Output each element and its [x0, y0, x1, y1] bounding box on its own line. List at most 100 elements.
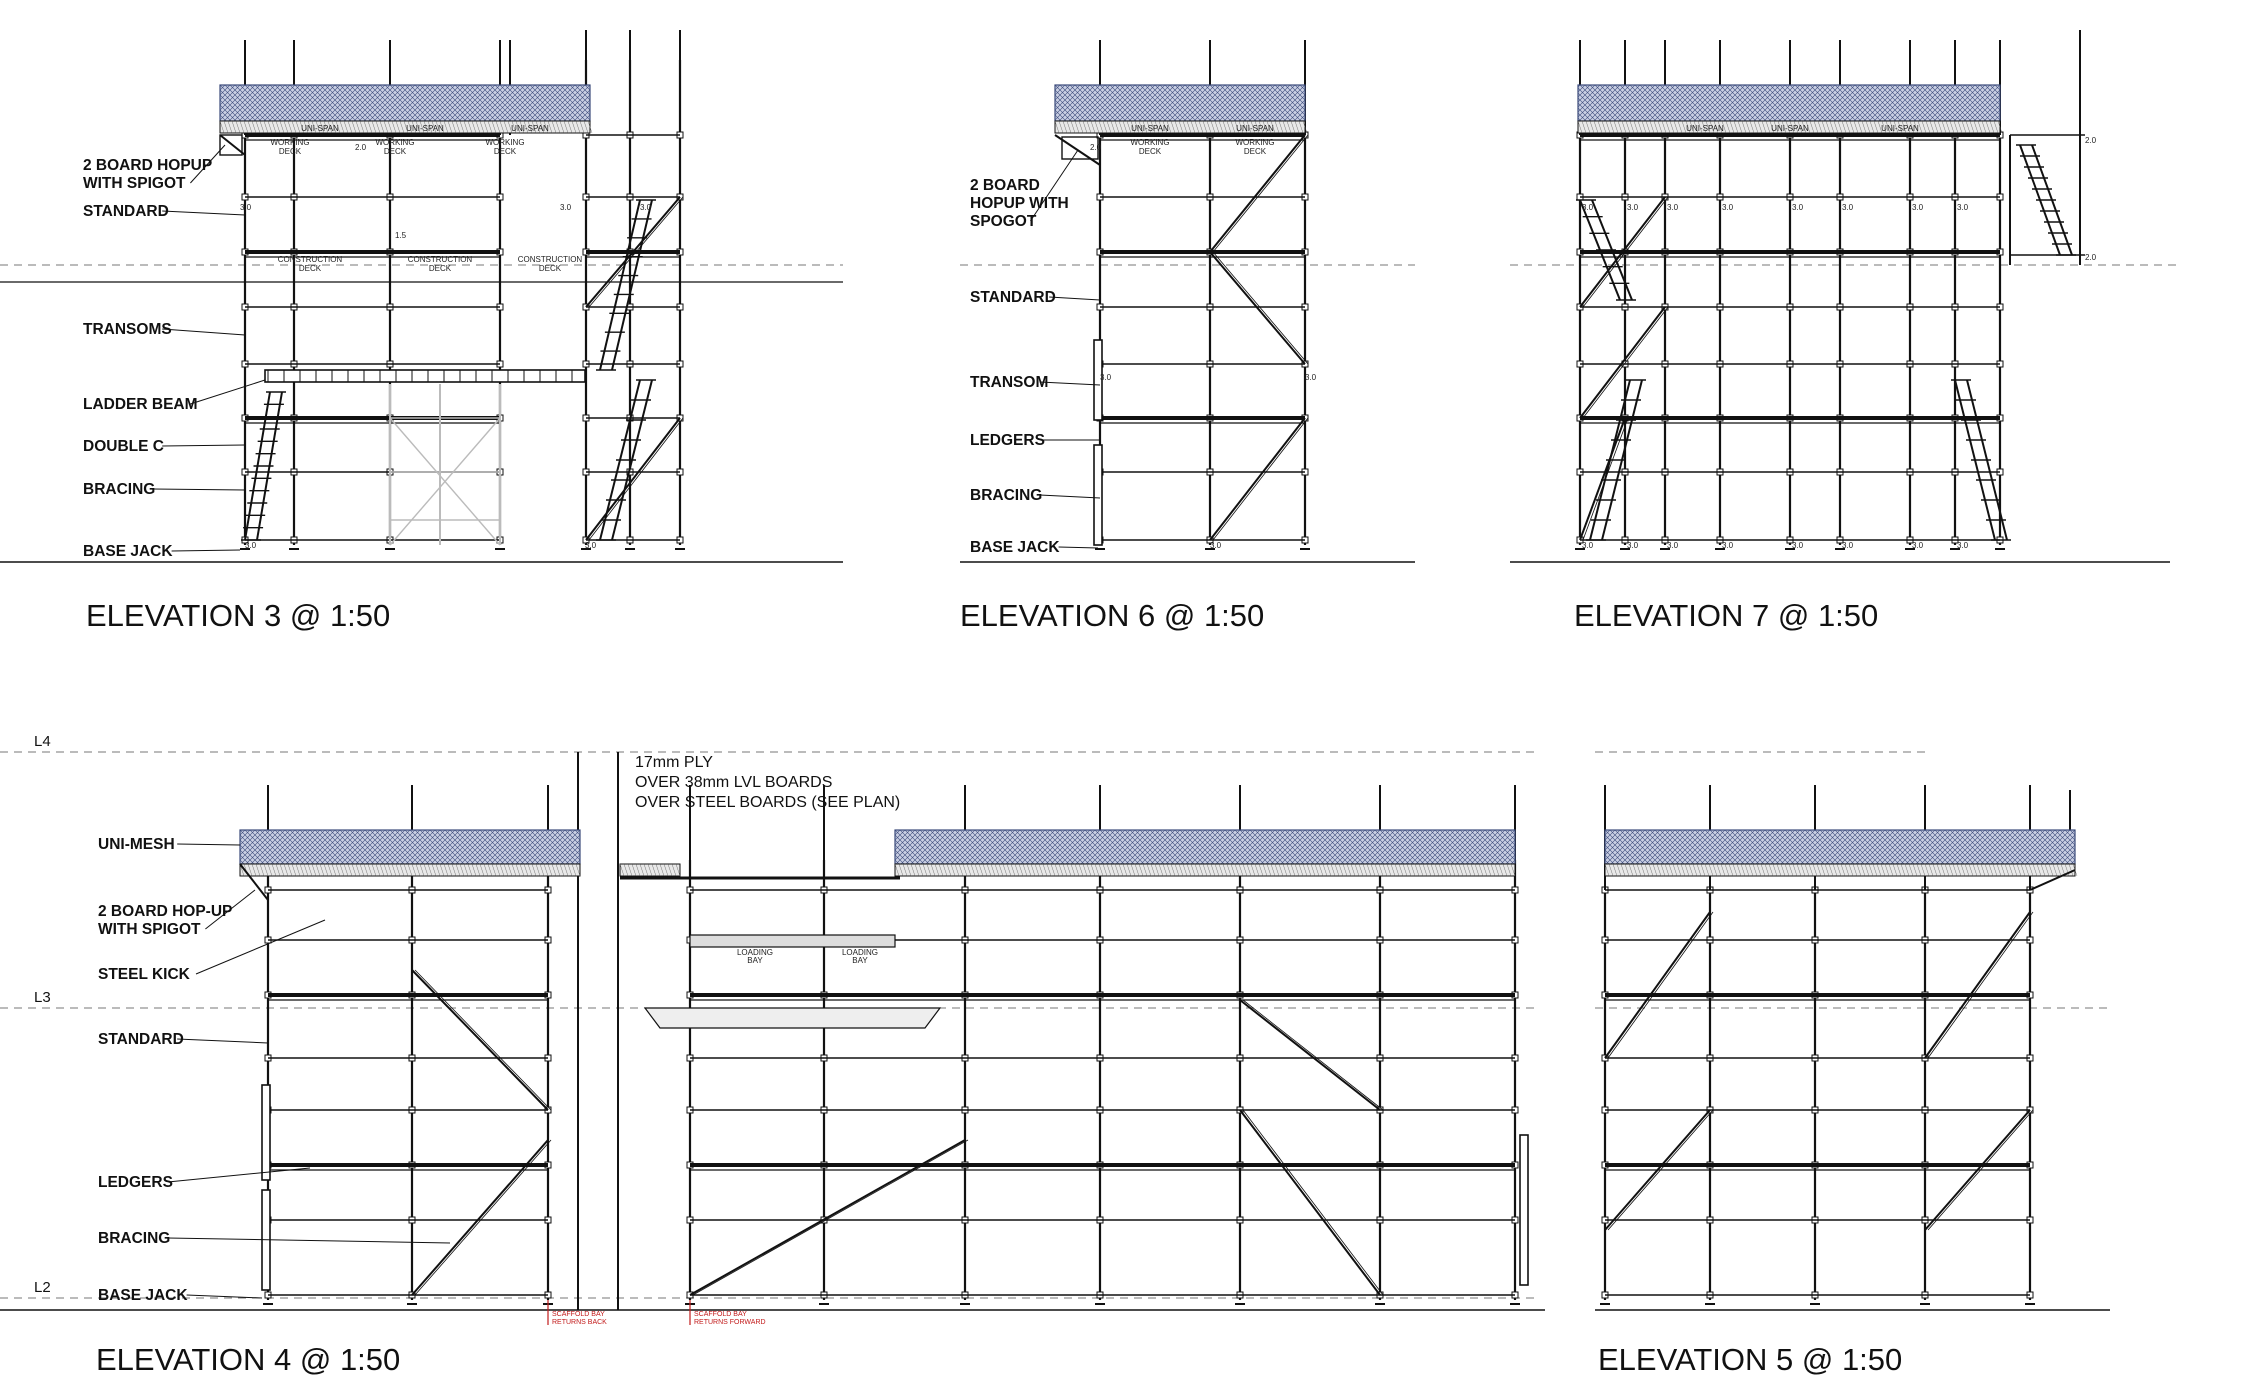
board-hatch [1721, 120, 1727, 134]
board-hatch [1948, 863, 1954, 877]
board-hatch [1905, 120, 1911, 134]
temp-brace [389, 417, 501, 546]
board-hatch [411, 863, 417, 877]
board-hatch [2068, 863, 2074, 877]
callout-ledgers-leader [167, 1167, 311, 1183]
board-hatch [1993, 120, 1999, 134]
board-hatch [407, 120, 413, 134]
board-hatch [1633, 120, 1639, 134]
board-hatch [271, 120, 277, 134]
board-hatch [379, 863, 385, 877]
board-hatch [1896, 863, 1902, 877]
board-hatch [1338, 863, 1344, 877]
board-hatch [459, 120, 465, 134]
dim: 2.0 [2085, 253, 2097, 262]
board-hatch [1294, 120, 1300, 134]
bracing [1927, 911, 2034, 1059]
dim: 3.0 [1792, 203, 1804, 212]
board-hatch [1222, 120, 1228, 134]
board-hatch [291, 120, 297, 134]
board-hatch [1282, 863, 1288, 877]
stair-stringer [611, 199, 653, 371]
board-hatch [1741, 120, 1747, 134]
board-hatch [251, 120, 257, 134]
board-hatch [1912, 863, 1918, 877]
board-hatch [1082, 120, 1088, 134]
board-hatch [1984, 863, 1990, 877]
board-hatch [1022, 863, 1028, 877]
dim: 1.5 [395, 231, 407, 240]
callout-bracing-leader [1039, 494, 1101, 499]
board-hatch [463, 863, 469, 877]
board-hatch [1094, 120, 1100, 134]
double-c [1093, 339, 1103, 421]
board-hatch [439, 863, 445, 877]
board-hatch [315, 863, 321, 877]
board-hatch [307, 863, 313, 877]
board-hatch [2028, 863, 2034, 877]
ply-note-2: OVER 38mm LVL BOARDS [635, 774, 832, 791]
board-hatch [1110, 863, 1116, 877]
board-hatch [279, 120, 285, 134]
bracing [1209, 134, 1306, 253]
board-hatch [1869, 120, 1875, 134]
board-hatch [1098, 120, 1104, 134]
board-hatch [1430, 863, 1436, 877]
board-hatch [1422, 863, 1428, 877]
board-hatch [1230, 863, 1236, 877]
board-hatch [1334, 863, 1340, 877]
bracing [1579, 306, 1666, 419]
board-hatch [323, 863, 329, 877]
board-hatch [351, 863, 357, 877]
board-hatch [1593, 120, 1599, 134]
board-hatch [1170, 863, 1176, 877]
board-hatch [407, 863, 413, 877]
bracing [414, 969, 552, 1111]
board-hatch [511, 863, 517, 877]
board-hatch [1657, 120, 1663, 134]
board-hatch [1354, 863, 1360, 877]
callout-transom: TRANSOM [970, 374, 1048, 391]
callout-uni-mesh: UNI-MESH [98, 836, 175, 853]
deck-label: WORKING [1235, 138, 1274, 147]
loading-label: BAY [747, 956, 763, 965]
board-hatch [2012, 863, 2018, 877]
dim: 3.0 [1957, 203, 1969, 212]
board-hatch [1002, 863, 1008, 877]
board-hatch [1781, 120, 1787, 134]
board-hatch [1653, 120, 1659, 134]
board-hatch [1836, 863, 1842, 877]
dim: 2.0 [1090, 143, 1102, 152]
board-hatch [1378, 863, 1384, 877]
board-hatch [1801, 120, 1807, 134]
board-hatch [415, 863, 421, 877]
board-hatch [351, 120, 357, 134]
board-hatch [559, 863, 565, 877]
board-hatch [906, 863, 912, 877]
board-hatch [1704, 863, 1710, 877]
callout-base-jack: BASE JACK [83, 543, 173, 560]
board-hatch [1062, 120, 1068, 134]
bracing [692, 1139, 969, 1296]
board-hatch [1620, 863, 1626, 877]
callout-hopup: 2 BOARD HOP-UP [98, 903, 232, 920]
board-hatch [1018, 863, 1024, 877]
board-hatch [1701, 120, 1707, 134]
board-hatch [355, 120, 361, 134]
bracing [1239, 1109, 1381, 1296]
board-hatch [1194, 120, 1200, 134]
board-hatch [395, 863, 401, 877]
board-hatch [1621, 120, 1627, 134]
board-hatch [1848, 863, 1854, 877]
board-hatch [247, 120, 253, 134]
board-hatch [1178, 120, 1184, 134]
board-hatch [527, 120, 533, 134]
board-hatch [1844, 863, 1850, 877]
board-hatch [1628, 863, 1634, 877]
board-hatch [1106, 120, 1112, 134]
board-hatch [1178, 863, 1184, 877]
board-hatch [1382, 863, 1388, 877]
board-hatch [1486, 863, 1492, 877]
callout-hopup: HOPUP WITH [970, 195, 1069, 212]
board-hatch [1728, 863, 1734, 877]
